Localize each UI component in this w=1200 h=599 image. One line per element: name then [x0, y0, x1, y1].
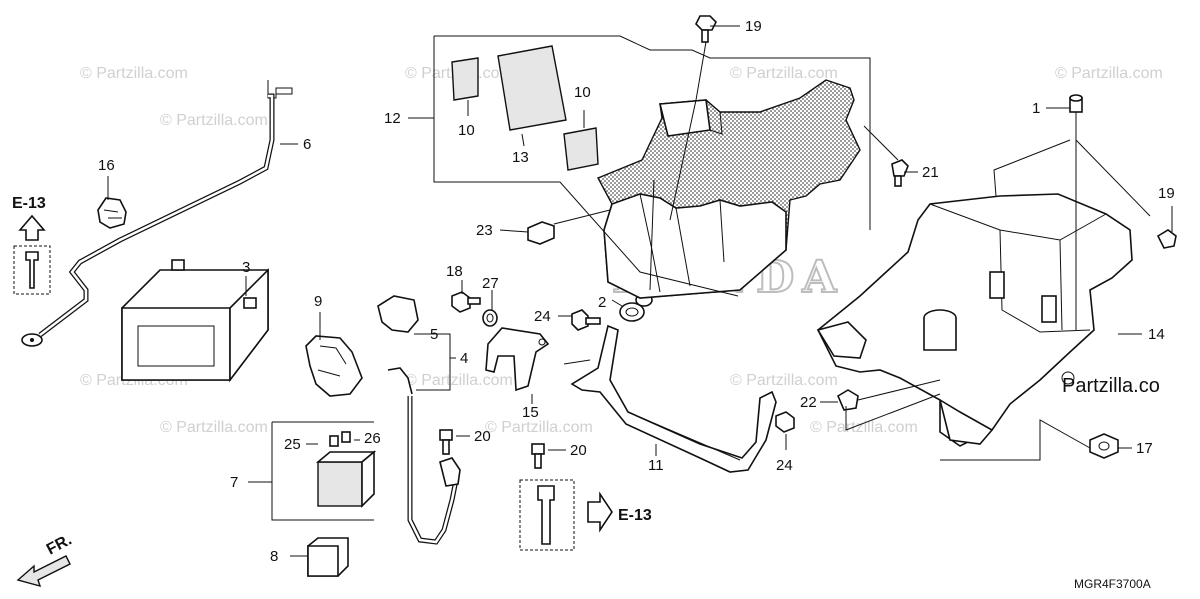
callout-22: 22	[800, 394, 817, 411]
part-21-bolt	[891, 159, 909, 187]
callout-10: 10	[574, 84, 591, 101]
part-23-nut	[527, 221, 555, 245]
copyright-icon	[1061, 371, 1075, 385]
callout-27: 27	[482, 275, 499, 292]
callout-19: 19	[745, 18, 762, 35]
part-15-bracket	[485, 327, 550, 392]
callout-1: 1	[1032, 100, 1040, 117]
part-2-grommet	[619, 293, 653, 322]
callout-20: 20	[570, 442, 587, 459]
callout-23: 23	[476, 222, 493, 239]
part-19-bolt	[1156, 229, 1177, 249]
watermark: © Partzilla.com	[160, 419, 268, 436]
part-19-bolt	[695, 15, 717, 43]
callout-14: 14	[1148, 326, 1165, 343]
battery-box	[597, 79, 861, 299]
part-3-battery	[121, 259, 269, 383]
callout-7: 7	[230, 474, 238, 491]
part-10-pad	[563, 127, 599, 171]
part-11-battery-band	[570, 324, 777, 473]
watermark: © Partzilla.com	[485, 419, 593, 436]
callout-9: 9	[314, 293, 322, 310]
callout-13: 13	[512, 149, 529, 166]
callout-19: 19	[1158, 185, 1175, 202]
callout-11: 11	[648, 457, 664, 474]
part-6-battery-cable	[21, 80, 293, 347]
part-9-boot	[305, 335, 363, 397]
callout-15: 15	[522, 404, 539, 421]
callout-24: 24	[534, 308, 551, 325]
callout-8: 8	[270, 548, 278, 565]
drawing-code: MGR4F3700A	[1074, 577, 1151, 591]
watermark: © Partzilla.com	[405, 372, 513, 389]
reference-e13-left: E-13	[12, 195, 51, 295]
callout-6: 6	[303, 136, 311, 153]
watermark: © Partzilla.com	[810, 419, 918, 436]
part-24-bolt	[775, 411, 795, 433]
callout-18: 18	[446, 263, 463, 280]
leader-lines	[107, 25, 1173, 557]
direction-label: FR.	[44, 531, 75, 558]
part-14-battery-tray	[816, 193, 1133, 447]
callout-3: 3	[242, 259, 250, 276]
reference-e13-bottom: E-13	[519, 479, 652, 551]
callout-17: 17	[1136, 440, 1153, 457]
part-24-bolt	[571, 309, 601, 331]
part-13-cover	[497, 45, 567, 131]
part-4-battery-cable	[387, 367, 461, 545]
reference-label: E-13	[12, 195, 46, 212]
part-20-bolt	[439, 429, 453, 455]
watermark: © Partzilla.com	[1055, 65, 1163, 82]
watermark: © Partzilla.com	[80, 65, 188, 82]
watermark: © Partzilla.com	[730, 65, 838, 82]
part-1-nut	[1069, 94, 1083, 113]
callout-24: 24	[776, 457, 793, 474]
part-20-bolt	[531, 443, 545, 469]
callout-12: 12	[384, 110, 401, 127]
group-12-outline	[433, 35, 871, 297]
callout-26: 26	[364, 430, 381, 447]
part-22-grommet	[836, 389, 859, 411]
callout-5: 5	[430, 326, 438, 343]
part-27-collar	[482, 309, 498, 327]
callout-25: 25	[284, 436, 301, 453]
watermark: © Partzilla.com	[730, 372, 838, 389]
part-18-bolt	[451, 291, 481, 313]
part-17-bolt	[1089, 433, 1119, 459]
part-5-terminal-cover	[377, 295, 419, 333]
callout-2: 2	[598, 294, 606, 311]
callout-labels: 19 6 16 3 9 5 4 25 26 7 8 20 20 18 27 24…	[98, 18, 1175, 565]
part-10-pad	[451, 57, 479, 101]
callout-10: 10	[458, 122, 475, 139]
callout-16: 16	[98, 157, 115, 174]
part-16-clip	[97, 197, 127, 229]
callout-4: 4	[460, 350, 468, 367]
watermark: © Partzilla.com	[160, 112, 268, 129]
watermarks: © Partzilla.com © Partzilla.com © Partzi…	[80, 65, 1163, 436]
watermark-partzilla: Partzilla.co	[1062, 375, 1160, 397]
reference-label: E-13	[618, 507, 652, 524]
front-direction-arrow: FR.	[16, 531, 75, 588]
part-7-fuse-group	[271, 421, 377, 521]
callout-21: 21	[922, 164, 939, 181]
part-8-relay	[307, 537, 349, 577]
callout-20: 20	[474, 428, 491, 445]
